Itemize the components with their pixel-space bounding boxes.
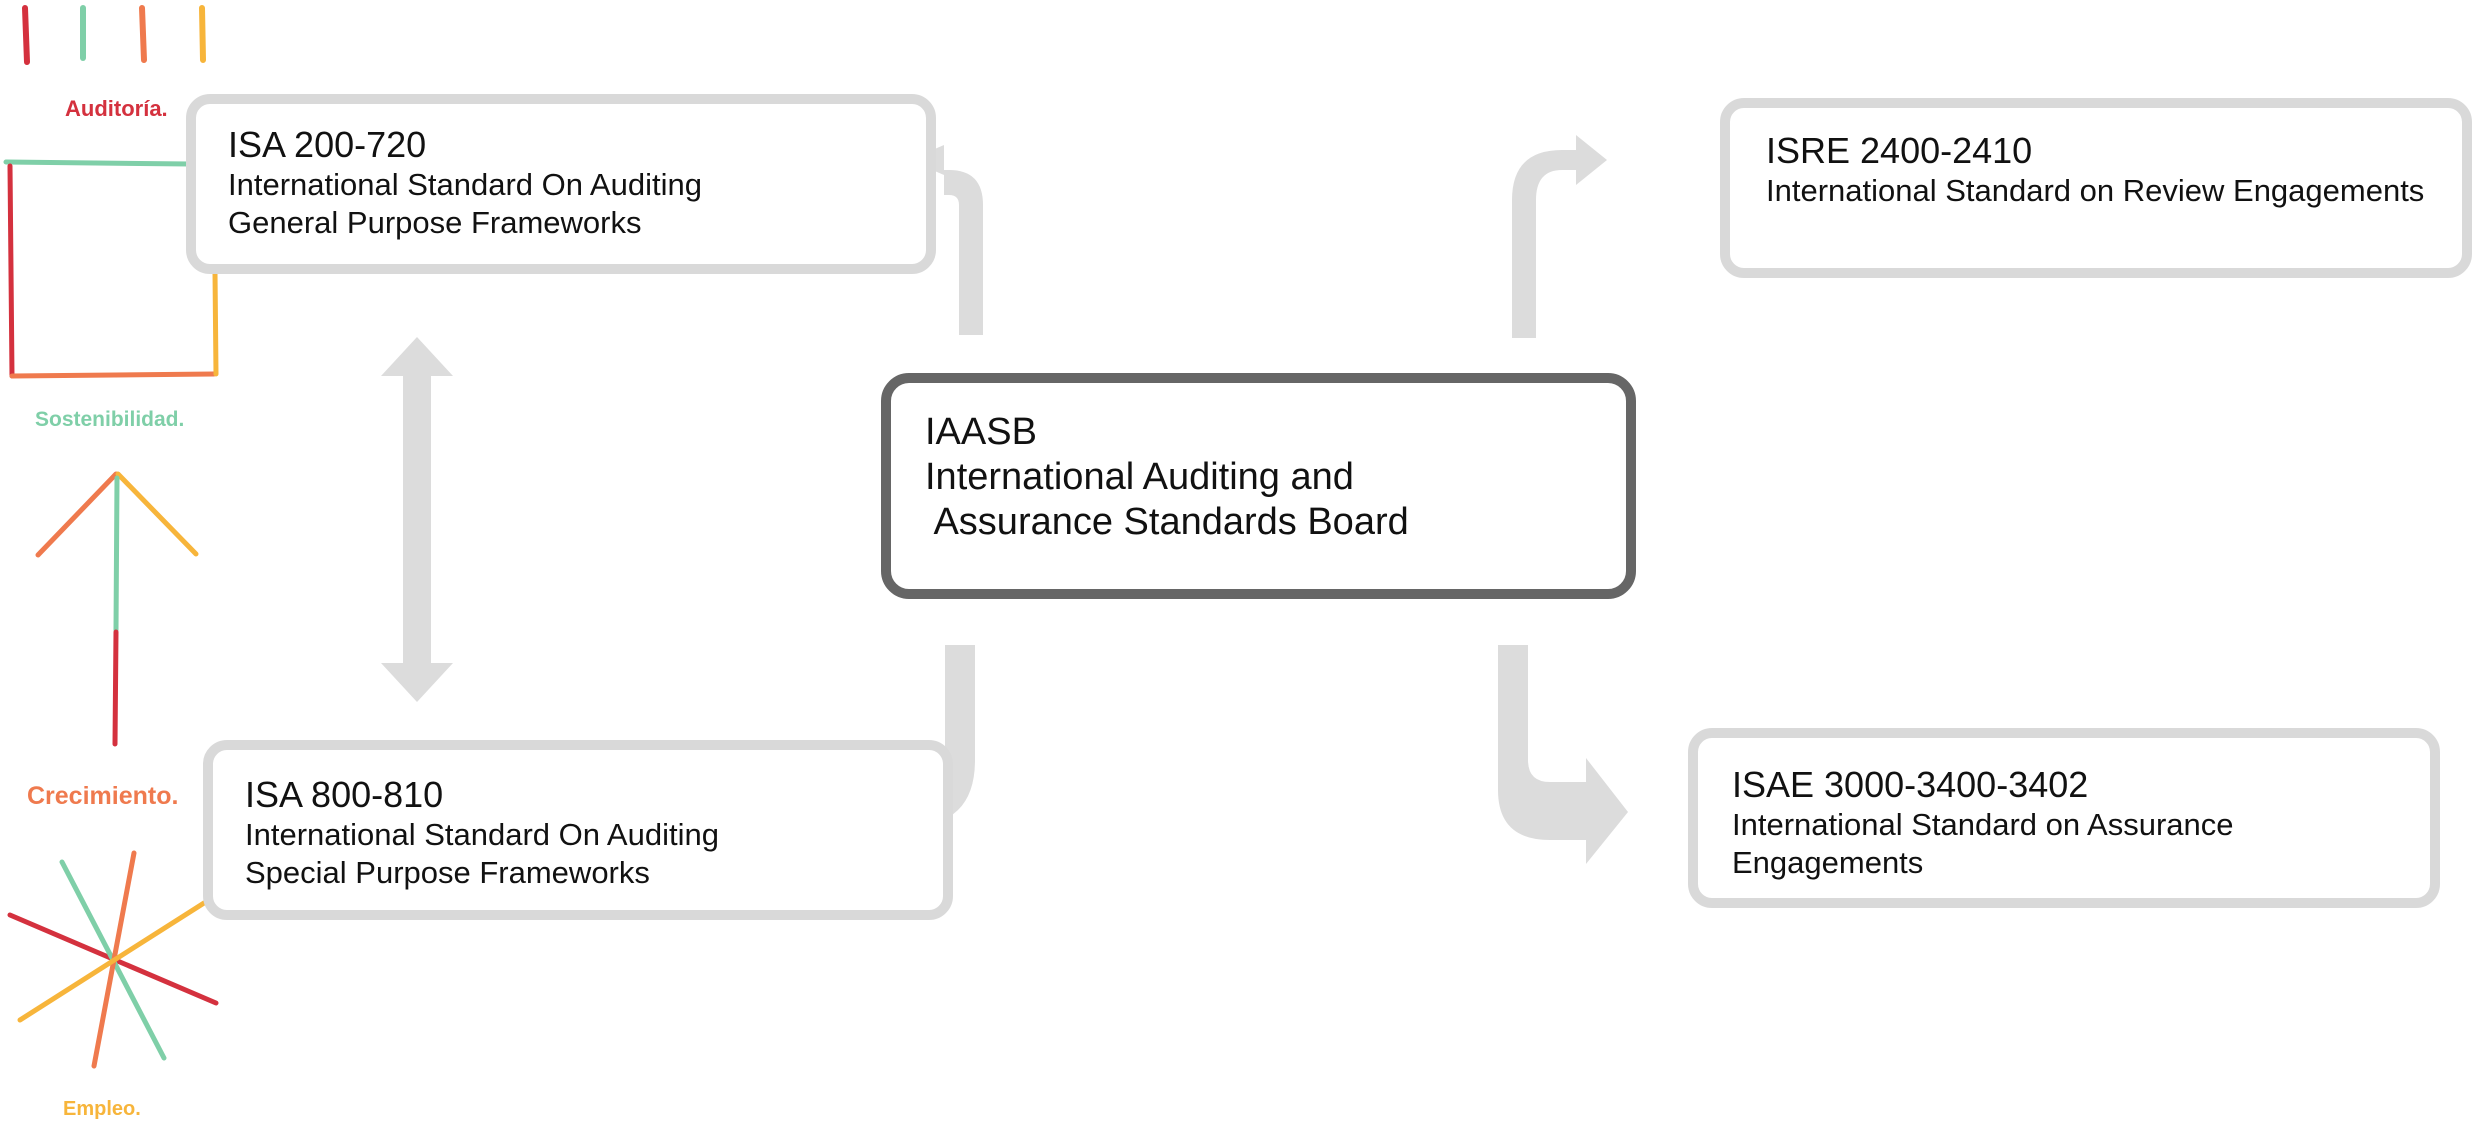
node-code: IAASB xyxy=(925,411,1037,453)
node-description-line: Assurance Standards Board xyxy=(925,501,1409,543)
deco-label-empleo: Empleo. xyxy=(63,1098,141,1120)
node-isa-special: ISA 800-810 International Standard On Au… xyxy=(203,740,953,920)
deco-arrow-shaft xyxy=(113,475,120,633)
node-code: ISA 800-810 xyxy=(245,774,444,815)
arrow-to-isae xyxy=(1498,645,1628,864)
deco-star-yellow xyxy=(17,900,207,1023)
node-code: ISA 200-720 xyxy=(228,124,427,165)
node-description-line: General Purpose Frameworks xyxy=(228,205,642,240)
node-description-line: Special Purpose Frameworks xyxy=(245,855,650,890)
node-code: ISRE 2400-2410 xyxy=(1766,130,2033,171)
deco-arrow-right xyxy=(115,471,199,557)
node-description-line: International Auditing and xyxy=(925,456,1354,498)
deco-label-auditoria: Auditoría. xyxy=(65,96,168,121)
deco-tick-orange xyxy=(139,5,147,63)
deco-square-left xyxy=(7,163,15,379)
deco-square-top xyxy=(3,159,193,167)
deco-label-sostenibilidad: Sostenibilidad. xyxy=(35,408,185,431)
node-isae: ISAE 3000-3400-3402 International Standa… xyxy=(1688,728,2440,908)
arrow-to-isa-general xyxy=(909,145,983,335)
node-iaasb: IAASB International Auditing and Assuran… xyxy=(881,373,1636,599)
deco-label-crecimiento: Crecimiento. xyxy=(27,782,179,810)
node-isre: ISRE 2400-2410 International Standard on… xyxy=(1720,98,2472,278)
node-description-line: International Standard on Review Engagem… xyxy=(1766,173,2425,208)
deco-arrow-left xyxy=(35,471,119,558)
double-arrow-isa xyxy=(381,337,453,702)
node-isa-general: ISA 200-720 International Standard On Au… xyxy=(186,94,936,274)
node-description-line: International Standard on Assurance xyxy=(1732,807,2234,842)
node-description-line: Engagements xyxy=(1732,845,1924,880)
arrow-to-isre xyxy=(1512,135,1607,338)
deco-tick-red xyxy=(22,5,30,65)
node-code: ISAE 3000-3400-3402 xyxy=(1732,764,2089,805)
node-description-line: International Standard On Auditing xyxy=(245,817,719,852)
deco-tick-yellow xyxy=(199,5,206,63)
deco-arrow-shaft-low xyxy=(112,629,119,747)
node-description-line: International Standard On Auditing xyxy=(228,167,702,202)
deco-square-bottom xyxy=(9,371,217,379)
